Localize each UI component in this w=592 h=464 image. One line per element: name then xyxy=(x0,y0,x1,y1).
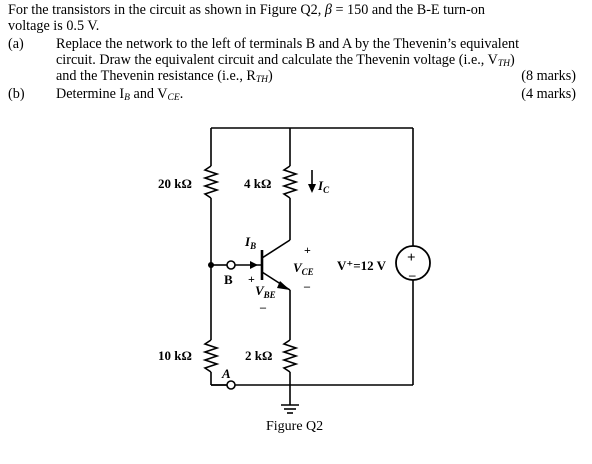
question-text: For the transistors in the circuit as sh… xyxy=(0,0,592,112)
part-a-line-1: Replace the network to the left of termi… xyxy=(56,36,520,52)
resistor-2k xyxy=(281,339,299,373)
part-b-text: Determine IB and VCE. xyxy=(56,86,184,103)
vbe-label: VBE xyxy=(255,283,276,300)
part-a-line-2: circuit. Draw the equivalent circuit and… xyxy=(56,52,515,69)
ic-label: IC xyxy=(317,178,330,195)
figure-caption: Figure Q2 xyxy=(266,419,323,434)
part-a-label: (a) xyxy=(8,36,24,52)
terminal-a xyxy=(226,380,236,390)
r2-label: 4 kΩ xyxy=(244,176,271,191)
vce-label: VCE xyxy=(293,260,314,277)
source-minus: – xyxy=(408,267,416,282)
part-a-line-3: and the Thevenin resistance (i.e., RTH) xyxy=(56,68,273,85)
source-plus: + xyxy=(407,250,416,266)
ib-arrow-icon xyxy=(250,261,258,269)
transistor-collector xyxy=(261,239,291,259)
vce-minus: – xyxy=(303,279,311,293)
ib-label: IB xyxy=(244,234,256,251)
node-b-label: B xyxy=(224,272,233,287)
vce-plus: + xyxy=(304,243,311,257)
node-a-label: A xyxy=(221,366,231,381)
part-a-marks: (8 marks) xyxy=(521,68,576,84)
vbe-plus: + xyxy=(248,272,255,286)
intro-line-2: voltage is 0.5 V. xyxy=(8,18,100,34)
ic-arrow-icon xyxy=(308,170,316,193)
r4-label: 2 kΩ xyxy=(245,348,272,363)
resistor-10k xyxy=(202,339,220,373)
emitter-arrow xyxy=(277,281,290,290)
voltage-source-icon xyxy=(395,245,431,281)
resistor-4k xyxy=(281,165,299,199)
part-b-marks: (4 marks) xyxy=(521,86,576,102)
vbe-minus: – xyxy=(259,300,267,314)
ground-icon xyxy=(281,404,299,414)
r1-label: 20 kΩ xyxy=(158,176,192,191)
source-label: V⁺=12 V xyxy=(337,258,387,273)
resistor-20k xyxy=(202,165,220,199)
intro-line-1: For the transistors in the circuit as sh… xyxy=(8,2,485,18)
part-b-label: (b) xyxy=(8,86,25,102)
terminal-b xyxy=(226,260,236,270)
r3-label: 10 kΩ xyxy=(158,348,192,363)
